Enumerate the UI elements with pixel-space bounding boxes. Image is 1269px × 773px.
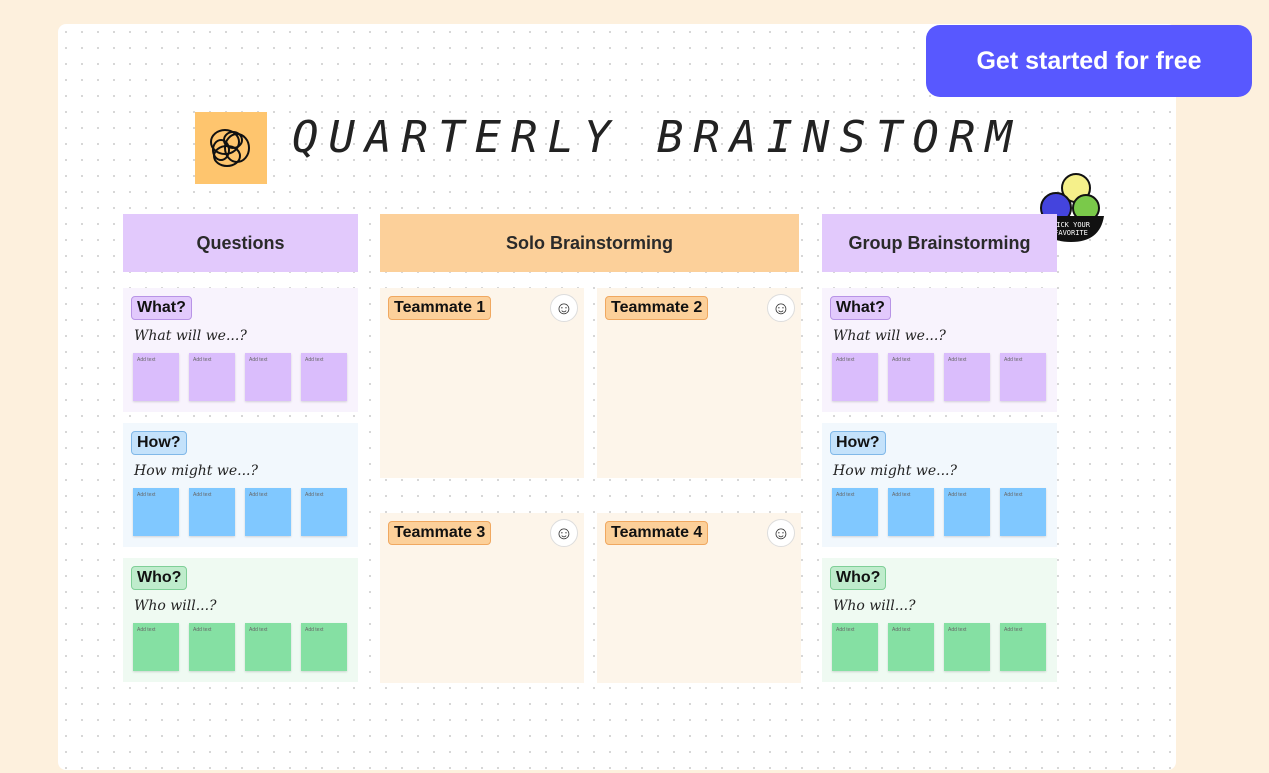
sticky-note[interactable]: Add text bbox=[189, 353, 235, 401]
teammate-4-area[interactable]: Teammate 4 ☺ bbox=[597, 513, 801, 683]
sticky-note[interactable]: Add text bbox=[245, 488, 291, 536]
sticky-note[interactable]: Add text bbox=[1000, 623, 1046, 671]
board-title: QUARTERLY BRAINSTORM bbox=[292, 112, 1022, 163]
svg-text:PICK YOUR: PICK YOUR bbox=[1052, 221, 1091, 229]
column-header-group: Group Brainstorming bbox=[822, 214, 1057, 272]
sticky-note[interactable]: Add text bbox=[189, 488, 235, 536]
sticky-note[interactable]: Add text bbox=[832, 488, 878, 536]
svg-text:FAVORITE: FAVORITE bbox=[1054, 229, 1088, 237]
sticky-note[interactable]: Add text bbox=[944, 623, 990, 671]
sticky-note[interactable]: Add text bbox=[944, 353, 990, 401]
teammate-tag: Teammate 4 bbox=[605, 521, 709, 545]
sticky-note[interactable]: Add text bbox=[888, 623, 934, 671]
teammate-3-area[interactable]: Teammate 3 ☺ bbox=[380, 513, 584, 683]
sticky-note[interactable]: Add text bbox=[1000, 488, 1046, 536]
section-prompt: What will we...? bbox=[134, 328, 247, 344]
teammate-1-area[interactable]: Teammate 1 ☺ bbox=[380, 288, 584, 478]
section-tag: How? bbox=[131, 431, 187, 455]
smiley-icon: ☺ bbox=[767, 519, 795, 547]
section-prompt: How might we...? bbox=[833, 463, 958, 479]
scribble-logo bbox=[195, 112, 267, 184]
sticky-note[interactable]: Add text bbox=[133, 623, 179, 671]
sticky-note[interactable]: Add text bbox=[301, 488, 347, 536]
smiley-icon: ☺ bbox=[767, 294, 795, 322]
section-tag: Who? bbox=[131, 566, 188, 590]
sticky-note[interactable]: Add text bbox=[133, 488, 179, 536]
sticky-note[interactable]: Add text bbox=[301, 353, 347, 401]
section-prompt: How might we...? bbox=[134, 463, 259, 479]
sticky-note[interactable]: Add text bbox=[245, 353, 291, 401]
section-prompt: What will we...? bbox=[833, 328, 946, 344]
section-prompt: Who will...? bbox=[833, 598, 916, 614]
teammate-tag: Teammate 2 bbox=[605, 296, 709, 320]
sticky-note[interactable]: Add text bbox=[189, 623, 235, 671]
sticky-note[interactable]: Add text bbox=[888, 353, 934, 401]
teammate-2-area[interactable]: Teammate 2 ☺ bbox=[597, 288, 801, 478]
smiley-icon: ☺ bbox=[550, 519, 578, 547]
teammate-tag: Teammate 1 bbox=[388, 296, 492, 320]
sticky-note[interactable]: Add text bbox=[832, 623, 878, 671]
sticky-note[interactable]: Add text bbox=[888, 488, 934, 536]
sticky-note[interactable]: Add text bbox=[133, 353, 179, 401]
sticky-note[interactable]: Add text bbox=[245, 623, 291, 671]
sticky-note[interactable]: Add text bbox=[301, 623, 347, 671]
column-header-solo: Solo Brainstorming bbox=[380, 214, 799, 272]
get-started-button[interactable]: Get started for free bbox=[926, 25, 1252, 97]
column-header-questions: Questions bbox=[123, 214, 358, 272]
section-tag: How? bbox=[830, 431, 886, 455]
smiley-icon: ☺ bbox=[550, 294, 578, 322]
sticky-note[interactable]: Add text bbox=[944, 488, 990, 536]
section-tag: What? bbox=[830, 296, 891, 320]
section-prompt: Who will...? bbox=[134, 598, 217, 614]
sticky-note[interactable]: Add text bbox=[1000, 353, 1046, 401]
section-tag: What? bbox=[131, 296, 192, 320]
section-tag: Who? bbox=[830, 566, 887, 590]
teammate-tag: Teammate 3 bbox=[388, 521, 492, 545]
sticky-note[interactable]: Add text bbox=[832, 353, 878, 401]
